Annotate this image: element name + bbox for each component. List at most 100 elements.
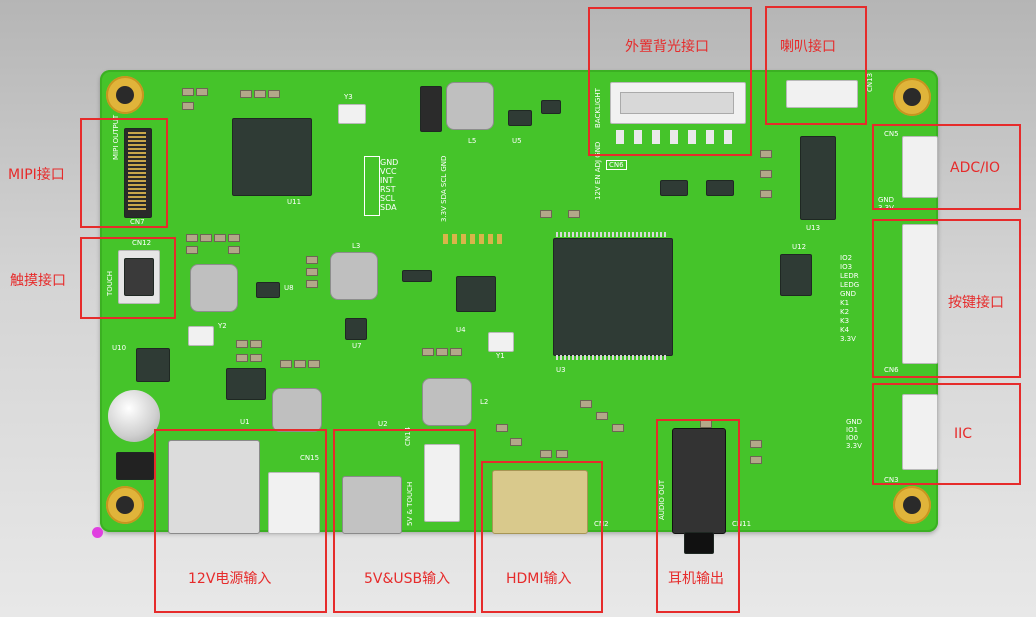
label-l3: L3	[352, 242, 361, 250]
smd-part	[254, 90, 266, 98]
smd-part	[250, 354, 262, 362]
label-u10: U10	[112, 344, 127, 352]
annotation-box-mipi	[80, 118, 168, 228]
crystal-y1	[488, 332, 514, 352]
smd-part	[540, 210, 552, 218]
inductor-left	[190, 264, 238, 312]
label-cn5: CN5	[884, 130, 899, 138]
chip-u1	[226, 368, 266, 400]
smd-part	[240, 90, 252, 98]
smd-part	[268, 90, 280, 98]
mcu-u3	[553, 238, 673, 356]
mounting-hole-top-right	[893, 78, 931, 116]
smd-part	[760, 170, 772, 178]
smd-part	[540, 450, 552, 458]
chip-u7	[345, 318, 367, 340]
smd-part	[510, 438, 522, 446]
smd-part	[236, 340, 248, 348]
annotation-box-hdmi	[481, 461, 603, 613]
annotation-label-iic: IIC	[954, 426, 973, 442]
annotation-label-backlight: 外置背光接口	[625, 39, 709, 55]
diode-black	[116, 452, 154, 480]
chip-small-1	[420, 86, 442, 132]
label-u3: U3	[556, 366, 566, 374]
inductor-l3	[330, 252, 378, 300]
smd-part	[306, 280, 318, 288]
smd-part	[556, 450, 568, 458]
crystal-y3	[338, 104, 366, 124]
annotation-box-backlight	[588, 7, 752, 156]
annotation-box-5v-usb	[333, 429, 476, 613]
smd-part	[196, 88, 208, 96]
label-u12: U12	[792, 243, 807, 251]
hdmi-port	[492, 470, 588, 534]
smd-part	[450, 348, 462, 356]
mounting-hole-bottom-right	[893, 486, 931, 524]
chip-u11	[232, 118, 312, 196]
keys-pin-labels: IO2 IO3 LEDR LEDG GND K1 K2 K3 K4 3.3V	[840, 254, 860, 343]
label-u7: U7	[352, 342, 362, 350]
label-u13: U13	[806, 224, 821, 232]
smd-part	[750, 440, 762, 448]
annotation-label-mipi: MIPI接口	[8, 167, 65, 183]
annotation-label-adc-io: ADC/IO	[950, 160, 1000, 176]
smd-part	[228, 246, 240, 254]
audio-jack-barrel	[684, 532, 714, 554]
smd-part	[612, 424, 624, 432]
crystal-y2	[188, 326, 214, 346]
smd-part	[306, 268, 318, 276]
smd-part	[182, 88, 194, 96]
inductor-l5	[446, 82, 494, 130]
smd-part	[186, 234, 198, 242]
annotation-box-speaker	[765, 6, 867, 125]
i2c-pin-labels: GND VCC INT RST SCL SDA	[380, 158, 399, 212]
smd-part	[596, 412, 608, 420]
label-u4: U4	[456, 326, 466, 334]
header-4pin-pads	[443, 234, 503, 244]
label-cn6: CN6	[606, 160, 627, 170]
chip-small-5	[402, 270, 432, 282]
annotation-label-hdmi: HDMI输入	[506, 571, 572, 587]
smd-part	[436, 348, 448, 356]
usb-c-port	[342, 476, 402, 534]
label-y3: Y3	[344, 93, 353, 101]
smd-part	[214, 234, 226, 242]
annotation-label-5v-usb: 5V&USB输入	[364, 571, 451, 587]
annotation-label-keys: 按键接口	[948, 295, 1004, 311]
label-u2: U2	[378, 420, 388, 428]
label-l2: L2	[480, 398, 489, 406]
coin-cell-battery	[108, 390, 160, 442]
annotation-box-iic	[872, 383, 1021, 485]
smd-part	[186, 246, 198, 254]
touch-connector-slot	[124, 258, 154, 296]
smd-part	[228, 234, 240, 242]
mounting-hole-bottom-left	[106, 486, 144, 524]
label-cn7: CN7	[130, 218, 145, 226]
label-cn6-keys: CN6	[884, 366, 899, 374]
smd-part	[250, 340, 262, 348]
label-u5: U5	[512, 137, 522, 145]
chip-u12	[780, 254, 812, 296]
smd-part	[294, 360, 306, 368]
annotation-box-12v-power	[154, 429, 327, 613]
smd-part	[182, 102, 194, 110]
label-u11: U11	[287, 198, 302, 206]
annotation-label-speaker: 喇叭接口	[780, 39, 836, 55]
backlight-connector-slot	[620, 92, 734, 114]
chip-u8	[256, 282, 280, 298]
chip-u5	[508, 110, 532, 126]
smd-part	[200, 234, 212, 242]
annotation-label-12v-power: 12V电源输入	[188, 571, 272, 587]
smd-part	[280, 360, 292, 368]
speaker-connector	[786, 80, 858, 108]
annotation-label-audio: 耳机输出	[668, 571, 724, 587]
smd-part	[580, 400, 592, 408]
label-cn3: CN3	[884, 476, 899, 484]
smd-part	[568, 210, 580, 218]
label-cn12: CN12	[132, 239, 152, 247]
chip-small-4	[541, 100, 561, 114]
annotation-box-audio	[656, 419, 740, 613]
mcu-pins-bottom	[556, 355, 668, 360]
label-u1: U1	[240, 418, 250, 426]
adc-io-connector	[902, 136, 938, 198]
